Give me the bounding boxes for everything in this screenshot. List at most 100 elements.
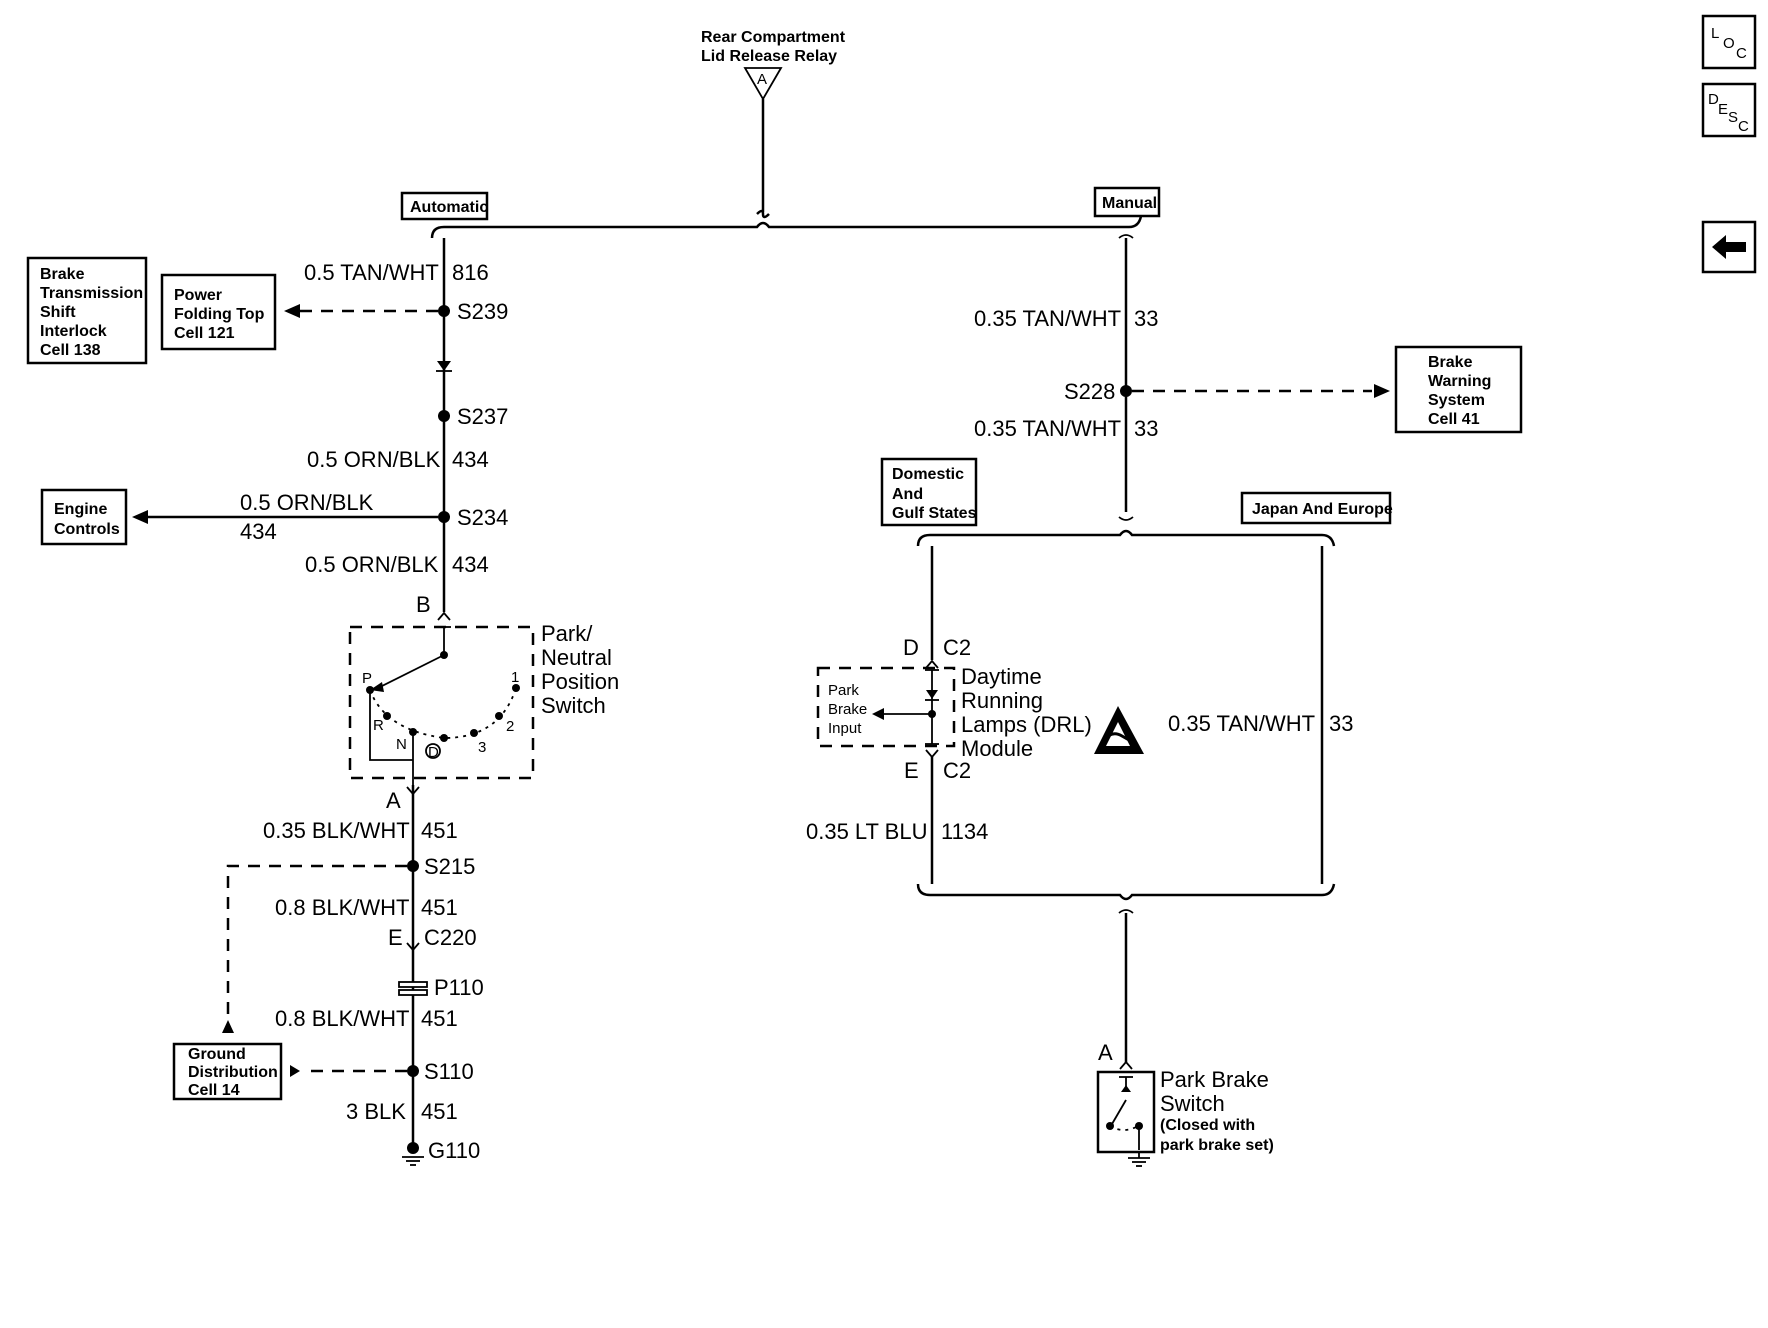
connector-pin-e: E <box>904 758 919 783</box>
esd-warning-icon <box>1094 706 1144 754</box>
connector-chevron <box>437 611 451 621</box>
pbs-label-line: Park Brake <box>1160 1067 1269 1092</box>
diode-symbol <box>436 361 452 372</box>
bottom-bus <box>916 883 1336 901</box>
loc-letter-c: C <box>1736 45 1747 62</box>
automatic-label: Automatic <box>410 199 488 216</box>
arrow-head <box>290 1065 300 1077</box>
park-neutral-position-switch: P R N D 3 2 1 <box>348 625 535 785</box>
connector-c2-bottom: C2 <box>943 758 971 783</box>
position-d: D <box>428 744 439 761</box>
manual-box: Manual <box>1093 186 1161 218</box>
bws-line: Warning <box>1428 373 1491 390</box>
drl-module: Park Brake Input <box>816 666 956 748</box>
domestic-line: Gulf States <box>892 505 977 522</box>
splice-label-s234: S234 <box>457 505 508 530</box>
wire-label: 0.5 ORN/BLK <box>240 490 374 515</box>
connector-pin-d: D <box>903 635 919 660</box>
pass-through-p110 <box>398 981 428 996</box>
wire-label: 0.35 TAN/WHT <box>974 416 1121 441</box>
relay-break-symbol <box>756 209 770 219</box>
splice-s228 <box>1120 385 1132 397</box>
domestic-line: And <box>892 486 923 503</box>
position-p: P <box>362 670 372 687</box>
connector-pin-b: B <box>416 592 431 617</box>
park-brake-switch <box>1096 1070 1156 1154</box>
top-bus <box>430 215 1143 239</box>
loc-letter-l: L <box>1711 25 1719 42</box>
btsi-box: Brake Transmission Shift Interlock Cell … <box>26 256 148 365</box>
ground-dist-line: Cell 14 <box>188 1082 240 1099</box>
circuit-number: 434 <box>452 447 489 472</box>
circuit-number: 33 <box>1329 711 1353 736</box>
ground-symbol <box>1128 1152 1150 1167</box>
splice-s110 <box>407 1065 419 1077</box>
splice-s234 <box>438 511 450 523</box>
splice-label-s228: S228 <box>1064 379 1115 404</box>
splice-label-s237: S237 <box>457 404 508 429</box>
japan-europe-box: Japan And Europe <box>1240 491 1393 525</box>
pbs-note-line: (Closed with <box>1160 1117 1255 1134</box>
ground-label-g110: G110 <box>428 1138 480 1163</box>
bus-bracket <box>1118 909 1134 914</box>
relay-pin-label: A <box>757 71 767 88</box>
connector-c220: C220 <box>424 925 477 950</box>
pns-label-line: Neutral <box>541 645 612 670</box>
circuit-number: 451 <box>421 818 458 843</box>
drl-label-line: Running <box>961 688 1043 713</box>
splice-label-s215: S215 <box>424 854 475 879</box>
arrow-head <box>132 510 148 524</box>
connector-pin-a: A <box>1098 1040 1113 1065</box>
back-button[interactable] <box>1701 220 1757 274</box>
wire-label: 0.5 TAN/WHT <box>304 260 439 285</box>
splice-s237 <box>438 410 450 422</box>
position-n: N <box>396 736 407 753</box>
pbs-label-line: Switch <box>1160 1091 1225 1116</box>
ground-symbol <box>402 1156 424 1166</box>
wire-label: 0.35 LT BLU <box>806 819 927 844</box>
bus-bracket <box>1118 516 1134 521</box>
drl-label-line: Lamps (DRL) <box>961 712 1092 737</box>
arrow-head <box>284 304 300 318</box>
engine-line: Controls <box>54 521 120 538</box>
pbi-line: Input <box>828 720 862 737</box>
loc-letter-o: O <box>1723 35 1735 52</box>
wire-label: 0.8 BLK/WHT <box>275 1006 409 1031</box>
wire-label: 3 BLK <box>346 1099 406 1124</box>
wire-label: 0.35 BLK/WHT <box>263 818 410 843</box>
pbs-note-line: park brake set) <box>1160 1137 1274 1154</box>
mid-bus <box>916 529 1336 547</box>
engine-line: Engine <box>54 501 107 518</box>
splice-s215 <box>407 860 419 872</box>
domestic-line: Domestic <box>892 466 964 483</box>
desc-letter-c: C <box>1738 118 1749 135</box>
connector-c2-top: C2 <box>943 635 971 660</box>
ground-point <box>407 1142 419 1154</box>
pbi-line: Park <box>828 682 859 699</box>
p110-label: P110 <box>434 975 484 1000</box>
ground-dist-line: Distribution <box>188 1064 278 1081</box>
splice-label-s110: S110 <box>424 1059 474 1084</box>
pft-line: Power <box>174 287 222 304</box>
desc-letter-s: S <box>1728 109 1738 126</box>
manual-label: Manual <box>1102 195 1157 212</box>
brake-warning-system-box: Brake Warning System Cell 41 <box>1394 345 1523 434</box>
splice-s239 <box>438 305 450 317</box>
connector-chevron <box>925 749 939 759</box>
loc-button[interactable]: L O C <box>1701 14 1757 70</box>
btsi-line: Interlock <box>40 323 107 340</box>
position-1: 1 <box>511 669 519 686</box>
connector-chevron <box>925 659 939 669</box>
connector-pin-e: E <box>388 925 403 950</box>
desc-button[interactable]: D E S C <box>1701 82 1757 138</box>
relay-connector-triangle: A <box>743 67 783 101</box>
arrow-head <box>222 1020 234 1033</box>
position-3: 3 <box>478 739 486 756</box>
wire-label: 0.35 TAN/WHT <box>1168 711 1315 736</box>
bws-line: System <box>1428 392 1485 409</box>
circuit-number: 816 <box>452 260 489 285</box>
btsi-line: Transmission <box>40 285 143 302</box>
bws-line: Cell 41 <box>1428 411 1480 428</box>
splice-label-s239: S239 <box>457 299 508 324</box>
